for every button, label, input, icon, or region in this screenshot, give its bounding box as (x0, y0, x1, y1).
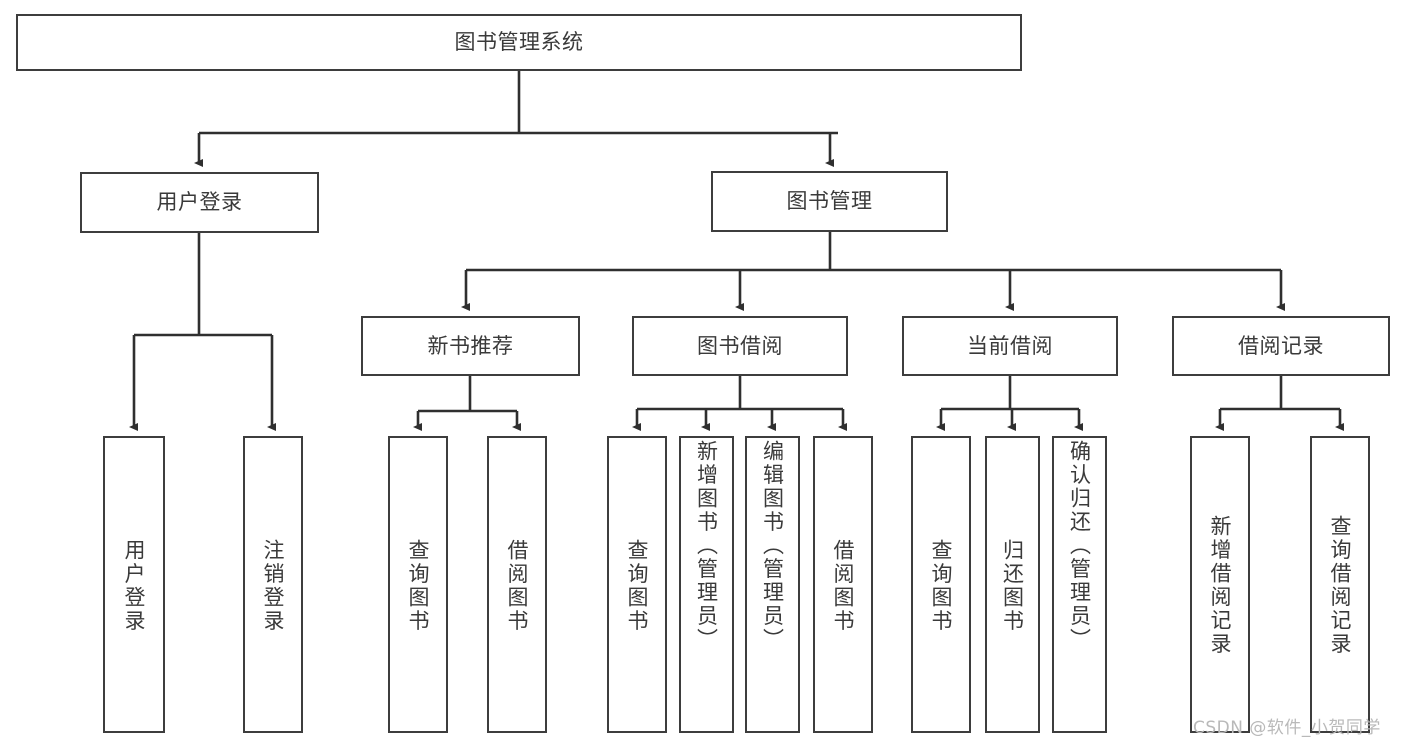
leaf-borrow-book-1-label: 借阅图书 (505, 538, 530, 633)
node-new-book-rec-label: 新书推荐 (427, 333, 514, 358)
node-new-book-rec[interactable]: 新书推荐 (361, 316, 580, 376)
leaf-add-book-admin-label: 新增图书（管理员） (694, 440, 719, 652)
csdn-watermark: CSDN @软件_小贺同学 (1193, 718, 1381, 738)
leaf-confirm-return-label: 确认归还（管理员） (1067, 440, 1092, 652)
leaf-edit-book-admin[interactable]: 编辑图书（管理员） (745, 436, 800, 733)
leaf-query-book-2-label: 查询图书 (625, 538, 650, 633)
leaf-borrow-book-1[interactable]: 借阅图书 (487, 436, 547, 733)
leaf-borrow-book-2-label: 借阅图书 (831, 538, 856, 633)
leaf-query-borrow-rec[interactable]: 查询借阅记录 (1310, 436, 1370, 733)
node-root[interactable]: 图书管理系统 (16, 14, 1022, 71)
leaf-query-book-1[interactable]: 查询图书 (388, 436, 448, 733)
node-book-borrow[interactable]: 图书借阅 (632, 316, 848, 376)
leaf-user-login[interactable]: 用户登录 (103, 436, 165, 733)
leaf-query-book-1-label: 查询图书 (406, 538, 431, 633)
leaf-edit-book-admin-label: 编辑图书（管理员） (760, 440, 785, 652)
leaf-query-book-3[interactable]: 查询图书 (911, 436, 971, 733)
leaf-confirm-return[interactable]: 确认归还（管理员） (1052, 436, 1107, 733)
leaf-add-borrow-rec-label: 新增借阅记录 (1208, 515, 1233, 656)
node-borrow-record-label: 借阅记录 (1238, 333, 1324, 358)
node-current-borrow-label: 当前借阅 (967, 333, 1053, 358)
leaf-logout-login[interactable]: 注销登录 (243, 436, 303, 733)
leaf-user-login-label: 用户登录 (122, 538, 147, 633)
node-book-manage-label: 图书管理 (786, 189, 873, 214)
leaf-query-borrow-rec-label: 查询借阅记录 (1328, 515, 1353, 656)
node-root-label: 图书管理系统 (454, 30, 584, 55)
leaf-add-borrow-rec[interactable]: 新增借阅记录 (1190, 436, 1250, 733)
leaf-return-book[interactable]: 归还图书 (985, 436, 1040, 733)
node-user-login[interactable]: 用户登录 (80, 172, 319, 233)
leaf-query-book-2[interactable]: 查询图书 (607, 436, 667, 733)
node-book-borrow-label: 图书借阅 (697, 333, 783, 358)
node-borrow-record[interactable]: 借阅记录 (1172, 316, 1390, 376)
node-user-login-label: 用户登录 (156, 190, 243, 215)
leaf-add-book-admin[interactable]: 新增图书（管理员） (679, 436, 734, 733)
leaf-return-book-label: 归还图书 (1000, 538, 1025, 633)
leaf-borrow-book-2[interactable]: 借阅图书 (813, 436, 873, 733)
leaf-query-book-3-label: 查询图书 (929, 538, 954, 633)
node-current-borrow[interactable]: 当前借阅 (902, 316, 1118, 376)
leaf-logout-login-label: 注销登录 (261, 538, 286, 633)
node-book-manage[interactable]: 图书管理 (711, 171, 948, 232)
